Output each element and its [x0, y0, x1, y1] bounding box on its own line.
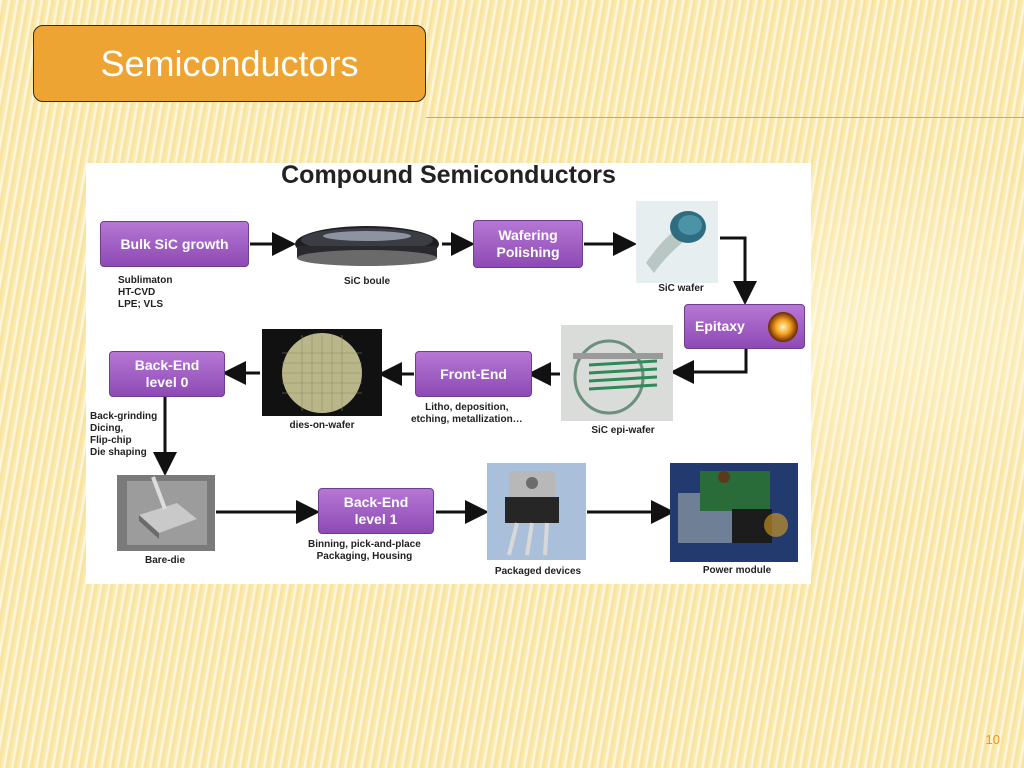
note-back-end-0-steps: Back-grinding Dicing, Flip-chip Die shap… [90, 411, 158, 458]
note-front-end-steps: Litho, deposition, etching, metallizatio… [411, 402, 523, 425]
packaged-devices-image [487, 463, 586, 560]
step-front-end: Front-End [415, 351, 532, 397]
dies-on-wafer-image [262, 329, 382, 416]
slide-title: Semiconductors [100, 42, 359, 84]
process-flow-figure: Compound Semiconductors Bulk SiC growth … [86, 163, 811, 584]
step-wafering-polishing: Wafering Polishing [473, 220, 583, 268]
epitaxy-label: Epitaxy [695, 318, 745, 334]
step-back-end-level-1: Back-End level 1 [318, 488, 434, 534]
power-module-image [670, 463, 798, 562]
note-back-end-1-steps: Binning, pick-and-place Packaging, Housi… [308, 539, 421, 562]
arrow-wafer-to-epitaxy [720, 236, 757, 305]
sic-wafer-image [636, 201, 718, 283]
bare-die-image [117, 475, 215, 551]
caption-sic-wafer: SiC wafer [658, 283, 704, 294]
sic-boule-image [293, 218, 441, 274]
slide-title-box: Semiconductors [33, 25, 426, 102]
figure-title: Compound Semiconductors [281, 163, 616, 189]
step-bulk-sic-growth: Bulk SiC growth [100, 221, 249, 267]
flow-arrows [153, 232, 757, 524]
step-epitaxy: Epitaxy [684, 304, 805, 349]
caption-sic-epi-wafer: SiC epi-wafer [591, 425, 655, 436]
arrow-epitaxy-to-epiwafer [670, 348, 748, 384]
caption-bare-die: Bare-die [144, 555, 185, 566]
sic-epi-wafer-image [561, 325, 673, 421]
note-bulk-methods: Sublimaton HT-CVD LPE; VLS [118, 275, 173, 310]
page-number: 10 [985, 732, 1000, 747]
caption-packaged-devices: Packaged devices [494, 566, 582, 577]
caption-power-module: Power module [702, 565, 772, 576]
title-divider [426, 117, 1024, 118]
caption-sic-boule: SiC boule [343, 276, 391, 287]
step-back-end-level-0: Back-End level 0 [109, 351, 225, 397]
epitaxy-glow-icon [768, 312, 798, 342]
caption-dies-on-wafer: dies-on-wafer [289, 420, 355, 431]
